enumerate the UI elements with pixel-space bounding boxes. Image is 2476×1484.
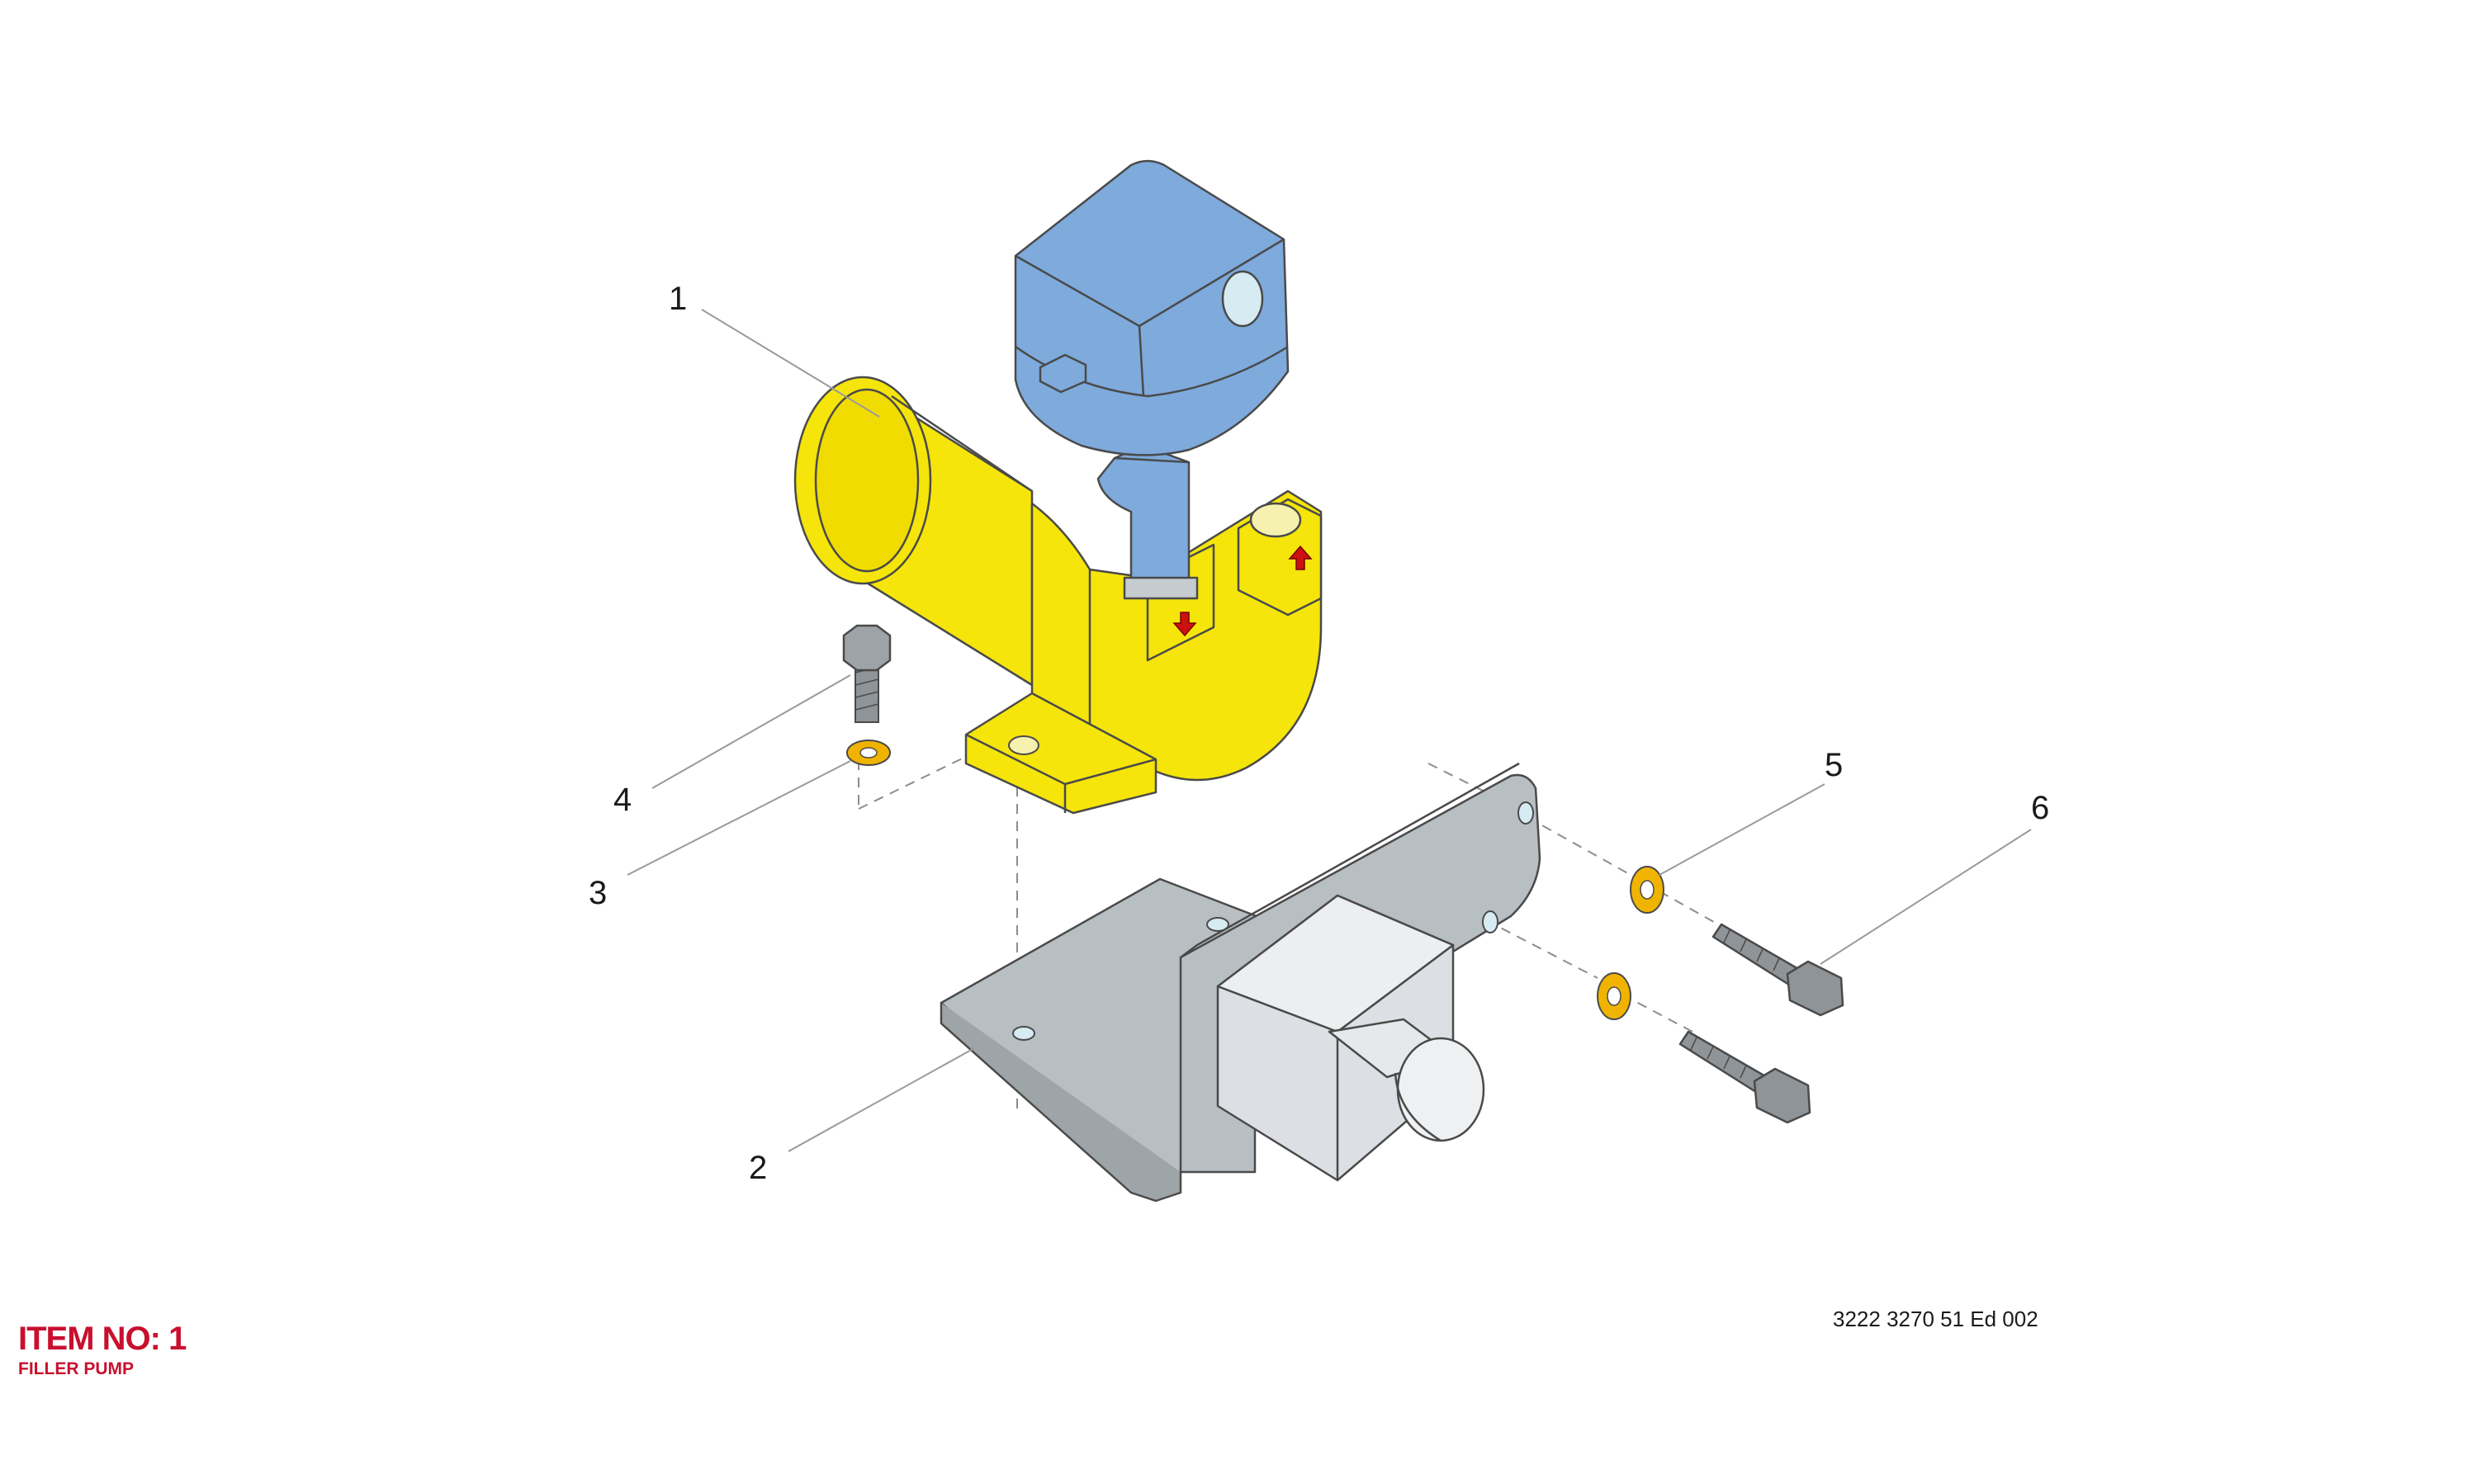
washer-icon [846,740,1664,1020]
callout-5: 5 [1825,747,1843,783]
motor-head [1014,159,1290,600]
gearbox [1216,894,1485,1182]
item-number-label: ITEM NO: 1 [18,1321,187,1357]
flow-arrow-icon [1172,545,1313,637]
callout-4: 4 [613,782,632,818]
pump-body [793,376,1323,815]
callout-1: 1 [669,281,687,317]
callout-labels: 1 2 3 4 5 6 [589,281,2049,1186]
bolt-icon [842,624,1844,1124]
item-name-label: FILLER PUMP [18,1359,134,1378]
callout-3: 3 [589,875,607,911]
callout-leaders [627,309,2032,1152]
document-reference: 3222 3270 51 Ed 002 [1833,1307,2038,1331]
callout-6: 6 [2031,790,2049,826]
callout-2: 2 [749,1150,767,1186]
